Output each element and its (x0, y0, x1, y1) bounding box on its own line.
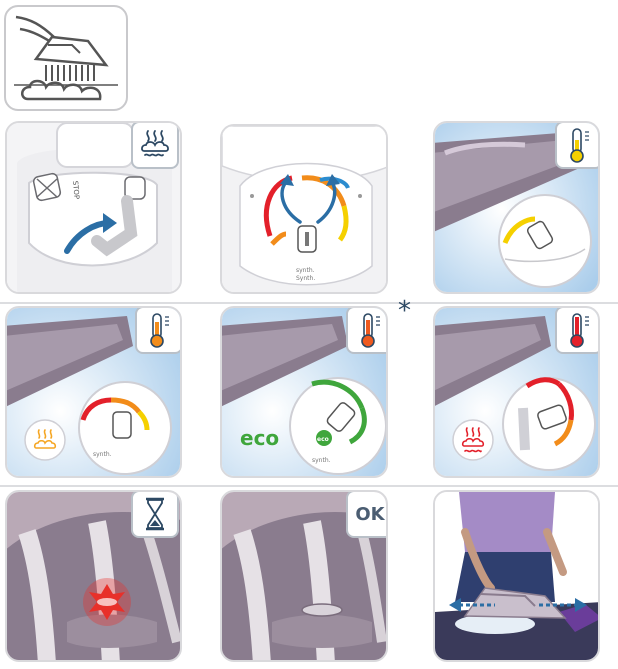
row-divider-1 (0, 302, 618, 304)
hand-iron-steam-icon (14, 15, 118, 101)
synth-label-row2b: synth. (312, 457, 331, 464)
thermometer-icon (150, 313, 169, 348)
eco-temperature-panel: eco synth. eco (220, 306, 388, 478)
synth-label-row2: synth. (93, 451, 112, 458)
water-tank-panel: STOP (5, 121, 182, 294)
warning-light (83, 578, 131, 626)
stop-label: STOP (71, 180, 81, 199)
eco-label: eco (240, 426, 280, 450)
hourglass-icon (146, 497, 164, 531)
steam-icon-box (131, 123, 179, 169)
synth-label: synth. (296, 267, 315, 274)
ironing-illustration (435, 492, 598, 660)
ok-icon-box: OK (346, 492, 386, 538)
header-iron-steam-panel (4, 5, 128, 111)
asterisk-note: * (398, 296, 411, 326)
thermometer-yellow-icon-box (555, 123, 598, 169)
ok-label: OK (355, 503, 385, 525)
ironing-motion-panel (433, 490, 600, 662)
row-divider-2 (0, 485, 618, 487)
thermometer-icon (570, 313, 589, 348)
ready-ok-panel: OK (220, 490, 388, 662)
indicator-light-off (301, 603, 343, 617)
high-temperature-panel (433, 306, 600, 478)
dial-illustration: synth. Synth. (222, 126, 386, 292)
iron-eco-illustration: eco synth. (222, 308, 386, 476)
thermometer-orange-icon-box (135, 308, 180, 354)
water-tank-illustration: STOP (7, 123, 180, 292)
thermometer-orange-red-icon-box (346, 308, 386, 354)
low-temperature-panel (433, 121, 600, 294)
temperature-dial-panel: synth. Synth. (220, 124, 388, 294)
eco-badge-text: eco (317, 436, 329, 443)
steam-orange-icon (33, 429, 57, 449)
medium-temperature-panel: synth. (5, 306, 182, 478)
steam-red-icon (461, 427, 485, 453)
thermometer-icon (570, 128, 589, 163)
steam-icon (141, 130, 169, 157)
hourglass-icon-box (131, 492, 179, 538)
thermometer-icon (361, 313, 380, 348)
thermometer-red-icon-box (555, 308, 598, 354)
heating-wait-panel (5, 490, 182, 662)
synth-label-2: Synth. (296, 275, 315, 282)
